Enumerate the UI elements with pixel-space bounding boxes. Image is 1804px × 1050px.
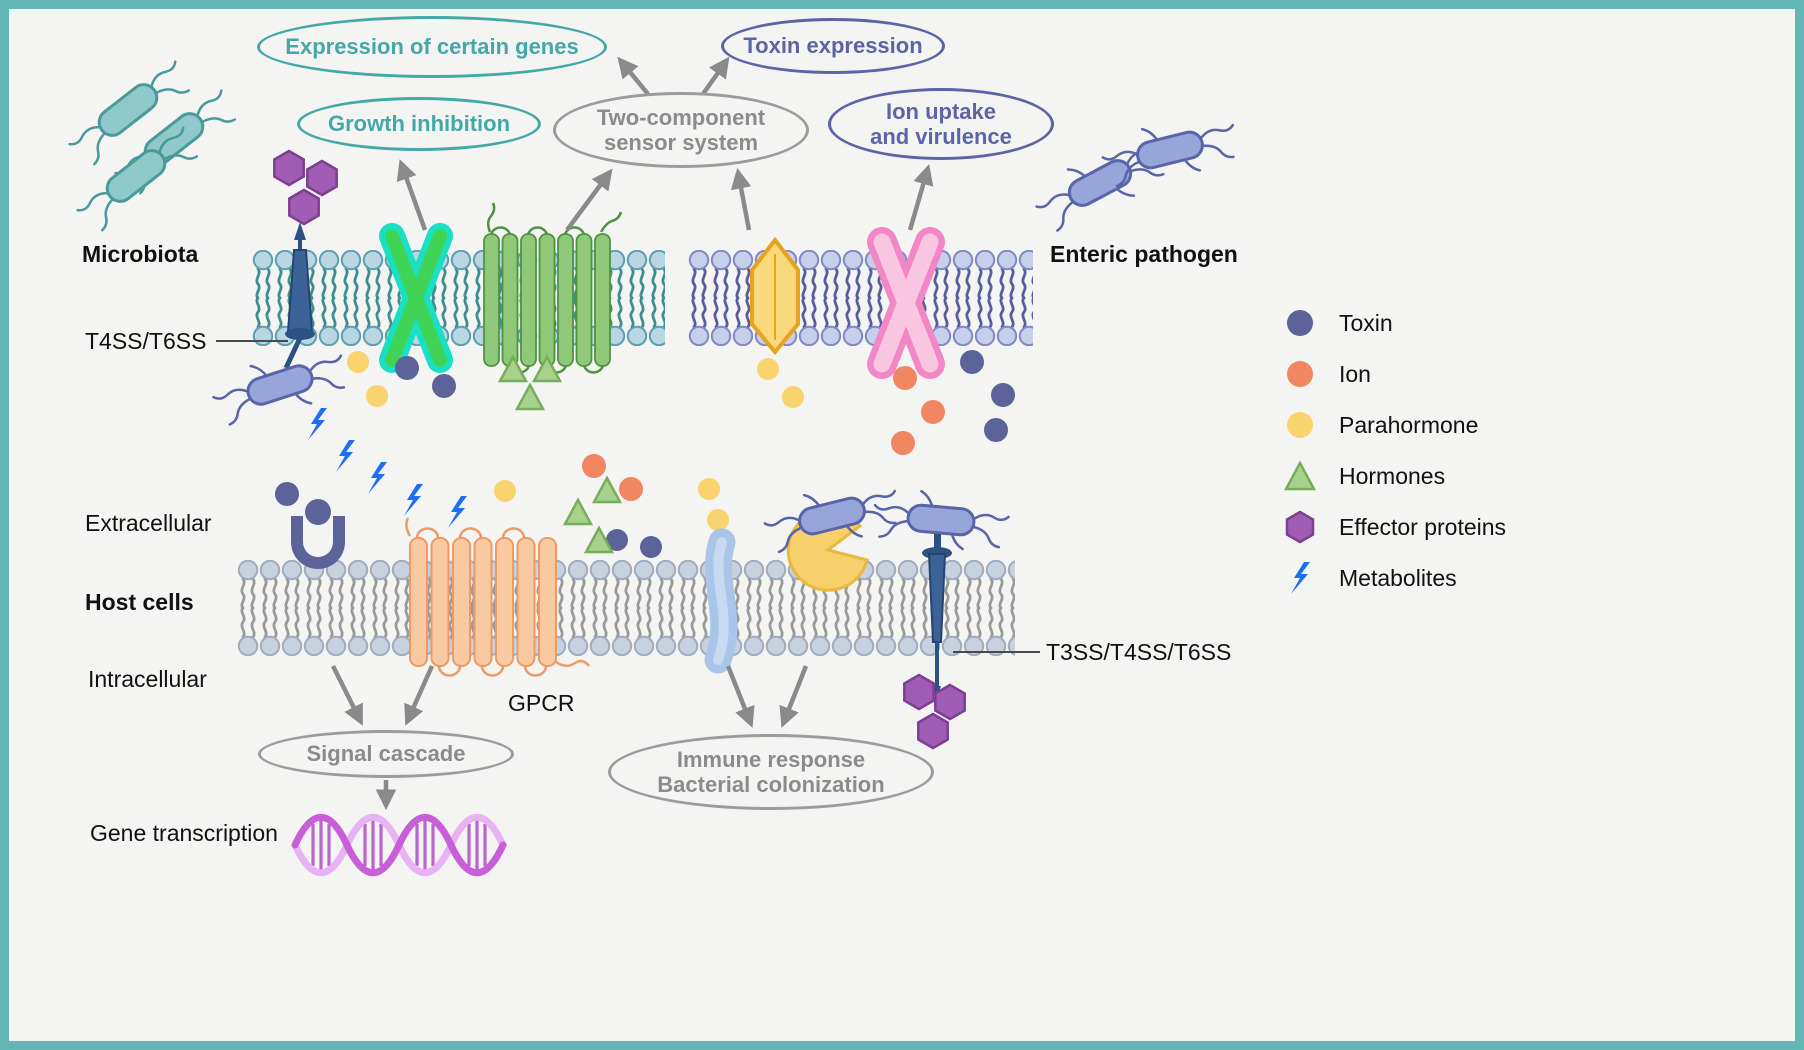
two-component-sensor-protein [483,202,623,374]
parahormone-circle-icon [1287,412,1313,438]
microbiota-bacteria-group [65,57,242,237]
arrow-to-toxin-expression [701,56,730,96]
t4ss-t6ss-injector [283,222,315,370]
bubble-text-line1: Immune response [676,746,866,772]
host-cell-membrane [237,560,1015,656]
arrow-receptor-to-signal-cascade [330,664,364,726]
arrow-to-immune-response [779,665,809,728]
bubble-text-line2: Bacterial colonization [657,772,885,797]
ion-molecules [582,366,945,501]
ion-circle-icon [1287,361,1313,387]
gpcr-protein [405,517,590,677]
effector-hexagons-top [273,149,338,226]
bubble-text-line1: Ion uptake [885,98,996,124]
host-channel-protein [704,528,738,674]
arrow-to-expression-genes [617,56,650,96]
bubble-text: Toxin expression [743,33,923,59]
ion-channel-yellow [750,236,800,356]
hormone-molecules [498,355,622,554]
legend-label-toxin: Toxin [1339,309,1393,336]
legend-item-ion: Ion [1283,357,1506,391]
bubble-signal-cascade: Signal cascade [258,730,514,778]
parahormone-molecules [347,351,804,531]
legend-item-effector-proteins: Effector proteins [1283,510,1506,544]
bubble-toxin-expression: Toxin expression [721,18,945,74]
bubble-text: Expression of certain genes [285,34,579,60]
virulence-channel-pink [867,227,945,379]
arrow-gpcr-to-signal-cascade [404,665,435,726]
legend-label-parahormone: Parahormone [1339,411,1479,438]
legend-item-parahormone: Parahormone [1283,408,1506,442]
enteric-pathogen-label: Enteric pathogen [1050,241,1238,267]
extracellular-label: Extracellular [85,510,212,536]
effector-hexagons-bottom [903,673,966,750]
arrow-to-growth-inhibition [396,159,428,231]
attacking-bacterium [206,337,354,433]
legend-label-metabolites: Metabolites [1339,564,1457,591]
legend-label-hormones: Hormones [1339,462,1446,489]
arrow-to-two-component [565,168,613,232]
gene-transcription-label: Gene transcription [90,820,278,846]
bubble-two-component-sensor-system: Two-component sensor system [553,92,809,168]
bubble-growth-inhibition: Growth inhibition [297,97,541,151]
t3ss-injector [922,534,952,698]
bubble-text-line2: and virulence [870,124,1012,149]
effector-proteins-hexagon-icon [1285,510,1315,544]
legend-item-hormones: Hormones [1283,459,1506,493]
legend: Toxin Ion Parahormone Hormones Effector … [1283,306,1506,595]
bubble-text: Growth inhibition [327,111,511,137]
bubble-immune-response-colonization: Immune response Bacterial colonization [608,734,934,810]
x-shaped-receptor [379,223,453,373]
bubble-text-line1: Two-component [596,104,766,130]
arrow-to-ion-uptake [907,164,934,231]
pathogen-membrane [688,250,1033,346]
arrows [330,56,934,811]
legend-label-ion: Ion [1339,360,1371,387]
arrow-channel-to-two-component [730,167,752,231]
microbiota-label: Microbiota [82,241,199,267]
hormones-triangle-icon [1283,460,1317,491]
legend-label-effector-proteins: Effector proteins [1339,513,1507,540]
bubble-ion-uptake-and-virulence: Ion uptake and virulence [828,88,1054,160]
metabolite-bolts [308,408,467,528]
toxin-molecules [275,350,1015,558]
legend-item-metabolites: Metabolites [1283,561,1506,595]
bubble-text-line2: sensor system [603,130,759,155]
gpcr-label: GPCR [508,690,575,716]
dna-helix [291,813,507,877]
pathogen-bacteria-group [1026,106,1244,240]
arrow-channel-to-immune-response [725,665,755,728]
t3ss-t4ss-t6ss-label: T3SS/T4SS/T6SS [1046,639,1232,665]
ball-cup-receptor [291,499,345,569]
t4ss-t6ss-label: T4SS/T6SS [85,328,207,354]
bubble-expression-of-certain-genes: Expression of certain genes [257,16,607,78]
host-cells-label: Host cells [85,589,194,615]
legend-item-toxin: Toxin [1283,306,1506,340]
toxin-circle-icon [1287,310,1313,336]
metabolites-bolt-icon [1291,562,1310,594]
bubble-text: Signal cascade [306,741,466,767]
intracellular-label: Intracellular [88,666,207,692]
